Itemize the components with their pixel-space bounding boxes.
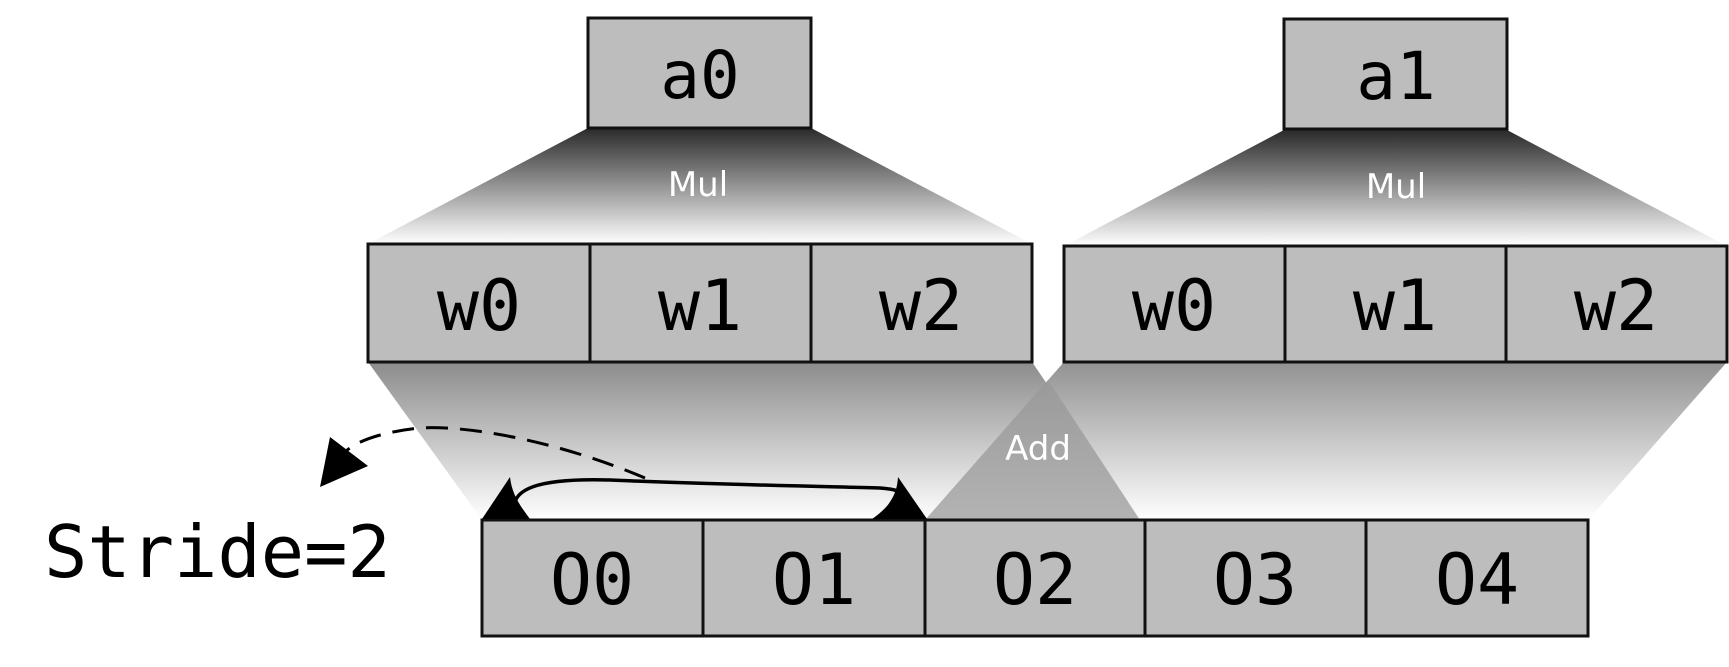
outputs-row: O0 O1 O2 O3 O4 (480, 518, 1590, 638)
mul-gradient-right (1064, 130, 1727, 246)
input-a1: a1 (1282, 17, 1509, 131)
stride-label: Stride=2 (44, 510, 391, 594)
output-label: O3 (1213, 539, 1297, 621)
output-cell (1143, 518, 1368, 638)
output-label: O2 (993, 539, 1077, 621)
output-cell (923, 518, 1147, 638)
stride-arrow-head-left (482, 477, 530, 519)
add-overlap-region (925, 380, 1140, 520)
input-a0: a0 (586, 16, 813, 130)
weights-left: w0 w1 w2 (366, 242, 1034, 364)
input-a1-label: a1 (1356, 38, 1435, 115)
weight-label: w1 (1353, 265, 1437, 347)
weight-label: w1 (658, 265, 742, 347)
stride-pointer-arrowhead (320, 437, 368, 487)
output-label: O1 (772, 539, 856, 621)
output-label: O0 (550, 539, 634, 621)
stride-pointer-line (343, 426, 646, 480)
stride-arrow (482, 477, 927, 519)
weight-cell (588, 242, 813, 364)
mul-gradient-left (368, 128, 1032, 244)
add-label: Add (1005, 429, 1071, 469)
weight-cell (1283, 244, 1508, 364)
weights-right: w0 w1 w2 (1062, 244, 1729, 364)
weight-cell (366, 242, 592, 364)
weight-label: w0 (1132, 265, 1216, 347)
weight-label: w2 (879, 265, 963, 347)
weight-cell (1504, 244, 1729, 364)
output-cell (701, 518, 927, 638)
mul-label-left: Mul (668, 165, 728, 205)
weight-label: w2 (1574, 265, 1658, 347)
add-projection-right (925, 362, 1727, 520)
mul-label-right: Mul (1366, 167, 1426, 207)
output-label: O4 (1435, 539, 1519, 621)
input-a0-label: a0 (660, 37, 739, 114)
weight-cell (809, 242, 1034, 364)
output-cell (1364, 518, 1590, 638)
weight-label: w0 (437, 265, 521, 347)
input-a0-box (586, 16, 813, 130)
stride-arrow-head-right (872, 477, 927, 519)
input-a1-box (1282, 17, 1509, 131)
stride-pointer (320, 426, 646, 487)
weight-cell (1062, 244, 1287, 364)
